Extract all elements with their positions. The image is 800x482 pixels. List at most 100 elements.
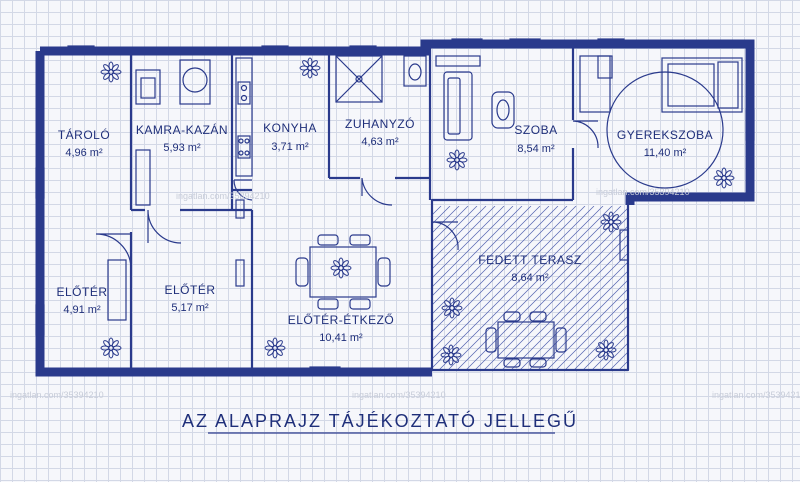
- watermark: ingatlan.com/35394210: [10, 390, 104, 400]
- hatch-line: [432, 206, 460, 234]
- storage-furniture: [107, 259, 127, 321]
- outer-walls: [35, 39, 755, 377]
- hatch-line: [432, 206, 532, 306]
- room-area: 4,91 m²: [63, 304, 101, 316]
- room-name: ELŐTÉR: [164, 282, 215, 297]
- hatch-line: [519, 261, 628, 370]
- hatch-line: [691, 206, 800, 370]
- terrace-table: [485, 311, 567, 368]
- room-name: SZOBA: [514, 123, 557, 137]
- hatch-line: [465, 207, 628, 370]
- hatch-line: [432, 206, 550, 324]
- room-area: 8,64 m²: [511, 272, 549, 284]
- hatch-line: [432, 206, 469, 243]
- room-name: GYEREKSZOBA: [617, 128, 713, 142]
- hatch-line: [432, 206, 595, 369]
- room-name: ELŐTÉR: [56, 284, 107, 299]
- room-area: 5,93 m²: [163, 142, 201, 154]
- room-name: ELŐTÉR-ÉTKEZŐ: [288, 312, 395, 327]
- hatch-line: [456, 206, 622, 370]
- room-name: FEDETT TERASZ: [478, 253, 581, 267]
- hatch-line: [655, 206, 800, 370]
- hatch-line: [432, 206, 514, 288]
- hatch-line: [618, 360, 628, 370]
- hatch-line: [432, 206, 487, 261]
- room-area: 3,71 m²: [271, 141, 309, 153]
- hatch-line: [259, 206, 423, 370]
- hatch-line: [432, 206, 523, 297]
- plant-icon: [600, 211, 622, 233]
- hatch-line: [432, 206, 568, 342]
- plants: [100, 57, 735, 366]
- szoba-furniture: [435, 55, 515, 141]
- hatch-line: [627, 369, 628, 370]
- plant-icon: [264, 337, 286, 359]
- gyerekszoba-furniture: [579, 55, 743, 189]
- hatch-line: [600, 342, 628, 370]
- hatch-line: [241, 206, 405, 370]
- room-name: TÁROLÓ: [58, 127, 110, 142]
- hatch-line: [546, 288, 628, 370]
- plant-icon: [330, 257, 352, 279]
- hatch-line: [492, 234, 628, 370]
- hatch-line: [564, 306, 628, 370]
- plant-icon: [441, 297, 463, 319]
- room-area: 5,17 m²: [171, 302, 209, 314]
- terrace-hatching: [232, 206, 800, 370]
- doors: [95, 120, 599, 269]
- plant-icon: [100, 337, 122, 359]
- room-name: KAMRA-KAZÁN: [136, 122, 228, 137]
- plant-icon: [100, 61, 122, 83]
- hatch-line: [432, 206, 559, 333]
- pantry-furniture: [135, 59, 211, 206]
- hatch-line: [483, 225, 628, 370]
- watermark: ingatlan.com/35394210: [352, 390, 446, 400]
- windows: [35, 38, 755, 376]
- hatch-line: [664, 206, 800, 370]
- hatch-line: [637, 206, 800, 370]
- hatch-line: [501, 243, 628, 370]
- watermark: ingatlan.com/35394210: [712, 390, 800, 400]
- hatch-line: [474, 216, 628, 370]
- room-labels: TÁROLÓ 4,96 m² KAMRA-KAZÁN 5,93 m² KONYH…: [56, 116, 713, 344]
- room-name: ZUHANYZÓ: [345, 116, 415, 131]
- hatch-line: [682, 206, 800, 370]
- hatch-line: [591, 333, 628, 370]
- hatch-line: [646, 206, 800, 370]
- hatch-line: [432, 206, 541, 315]
- hatch-line: [609, 351, 628, 370]
- interior-walls: [38, 48, 575, 368]
- hatch-line: [432, 206, 451, 225]
- plant-icon: [440, 344, 462, 366]
- hatch-line: [537, 279, 628, 370]
- hatch-line: [432, 206, 442, 216]
- plant-icon: [713, 167, 735, 189]
- room-area: 8,54 m²: [517, 143, 555, 155]
- plant-icon: [299, 57, 321, 79]
- hatch-line: [432, 206, 478, 252]
- hatch-line: [555, 297, 628, 370]
- room-area: 10,41 m²: [319, 332, 363, 344]
- hatch-line: [438, 206, 604, 370]
- disclaimer-caption: AZ ALAPRAJZ TÁJÉKOZTATÓ JELLEGŰ: [182, 410, 578, 431]
- hatch-line: [432, 206, 496, 270]
- watermark: ingatlan.com/35394210: [176, 191, 270, 201]
- hatch-line: [232, 206, 396, 370]
- watermark: ingatlan.com/35394210: [596, 187, 690, 197]
- bathroom-fixtures: [335, 55, 427, 103]
- kitchen-furniture: [235, 57, 253, 177]
- hatch-line: [510, 252, 628, 370]
- hatch-line: [432, 206, 505, 279]
- hatch-line: [447, 206, 613, 370]
- plant-icon: [595, 339, 617, 361]
- room-area: 4,96 m²: [65, 147, 103, 159]
- room-area: 4,63 m²: [361, 136, 399, 148]
- hatch-line: [432, 206, 433, 207]
- hatch-line: [673, 206, 800, 370]
- plant-icon: [446, 149, 468, 171]
- room-area: 11,40 m²: [644, 147, 687, 159]
- dining-table: [295, 234, 391, 310]
- hatch-line: [432, 206, 586, 360]
